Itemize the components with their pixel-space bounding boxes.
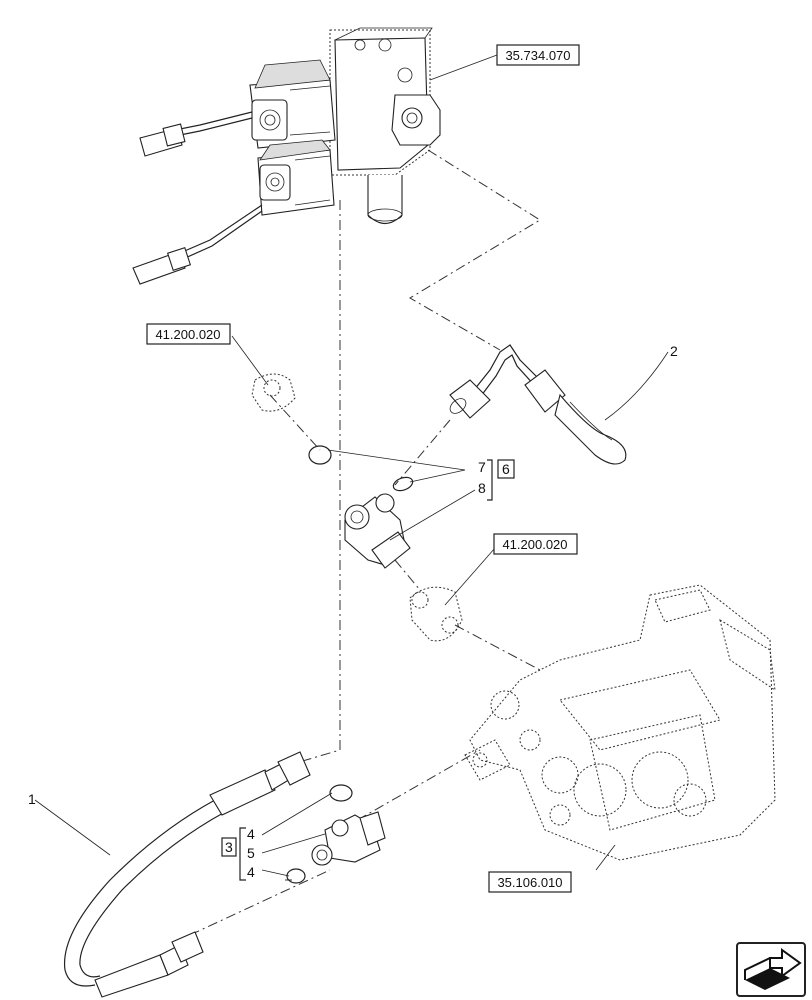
- hose-assembly: [63, 751, 311, 998]
- lower-o-rings: [286, 784, 353, 884]
- upper-adapter-fitting: [344, 493, 411, 569]
- item-number-hose: 1: [28, 791, 36, 807]
- kit-number-upper: 6: [502, 461, 510, 477]
- upper-fitting: [251, 373, 296, 412]
- mid-fitting: [409, 586, 463, 642]
- ref-pump[interactable]: 35.106.010: [488, 871, 572, 893]
- item-number-tube: 2: [670, 343, 678, 359]
- hydraulic-pump: [464, 584, 776, 861]
- next-page-arrow-icon[interactable]: [736, 942, 806, 997]
- kit-number-lower: 3: [225, 839, 233, 855]
- leader-lines: [34, 54, 669, 877]
- lower-solenoid: [257, 139, 335, 216]
- ref-upper-fitting[interactable]: 41.200.020: [146, 323, 231, 345]
- valve-block-assembly: [132, 27, 441, 285]
- ref-valve-block[interactable]: 35.734.070: [496, 44, 580, 66]
- upper-wire-connector: [139, 123, 186, 157]
- item-number-o-ring-upper: 7: [478, 459, 486, 475]
- ref-upper-fitting-label: 41.200.020: [155, 327, 220, 342]
- ref-mid-fitting-label: 41.200.020: [502, 537, 567, 552]
- item-number-o-ring-lower-top: 4: [247, 826, 255, 842]
- lower-kit-bracket: 3 4 5 4: [221, 826, 255, 881]
- ref-pump-label: 35.106.010: [497, 875, 562, 890]
- item-number-tee-fitting: 5: [247, 845, 255, 861]
- item-number-adapter-upper: 8: [478, 480, 486, 496]
- item-number-o-ring-lower-bottom: 4: [247, 864, 255, 880]
- ref-mid-fitting[interactable]: 41.200.020: [493, 533, 578, 555]
- upper-solenoid: [249, 59, 336, 149]
- upper-o-rings: [308, 445, 414, 492]
- tube-assembly: [449, 344, 627, 465]
- lower-tee-fitting: [311, 811, 386, 866]
- ref-valve-block-label: 35.734.070: [505, 48, 570, 63]
- lower-wire-connector: [132, 246, 192, 285]
- upper-kit-bracket: 7 8 6: [478, 459, 515, 501]
